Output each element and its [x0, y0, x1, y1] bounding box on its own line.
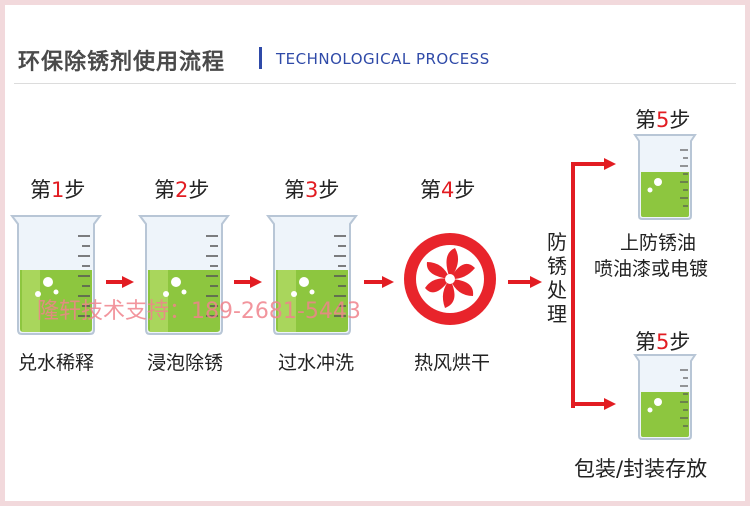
step-4-label: 热风烘干: [414, 352, 491, 374]
step-2-heading: 第2步: [154, 178, 210, 202]
step-5-upper-line1: 上防锈油: [620, 232, 697, 254]
step-3-heading: 第3步: [284, 178, 340, 202]
step-1-heading: 第1步: [30, 178, 86, 202]
step-5-upper-heading: 第5步: [635, 108, 691, 132]
title-divider: [259, 47, 262, 69]
step-5-upper-line2: 喷油漆或电镀: [594, 258, 709, 280]
step-5-lower-label: 包装/封装存放: [574, 457, 708, 481]
page-subtitle: TECHNOLOGICAL PROCESS: [276, 50, 490, 68]
step-2-label: 浸泡除锈: [147, 352, 224, 374]
beaker-step-1: [10, 215, 102, 335]
step-4-heading: 第4步: [420, 178, 476, 202]
beaker-step-2: [138, 215, 230, 335]
page-title: 环保除锈剂使用流程: [18, 50, 226, 75]
step-5-lower-heading: 第5步: [635, 330, 691, 354]
step-1-label: 兑水稀释: [18, 352, 95, 374]
diagram-panel: [5, 5, 745, 501]
watermark-text: 隆轩技术支持：189-2681-5443: [37, 299, 361, 324]
header-rule: [14, 83, 736, 84]
beaker-step-5-lower: [633, 354, 697, 440]
beaker-step-5-upper: [633, 134, 697, 220]
branch-label: 防锈处理: [547, 230, 567, 326]
beaker-step-3: [266, 215, 358, 335]
step-3-label: 过水冲洗: [278, 352, 355, 374]
fan-icon: [404, 233, 496, 325]
